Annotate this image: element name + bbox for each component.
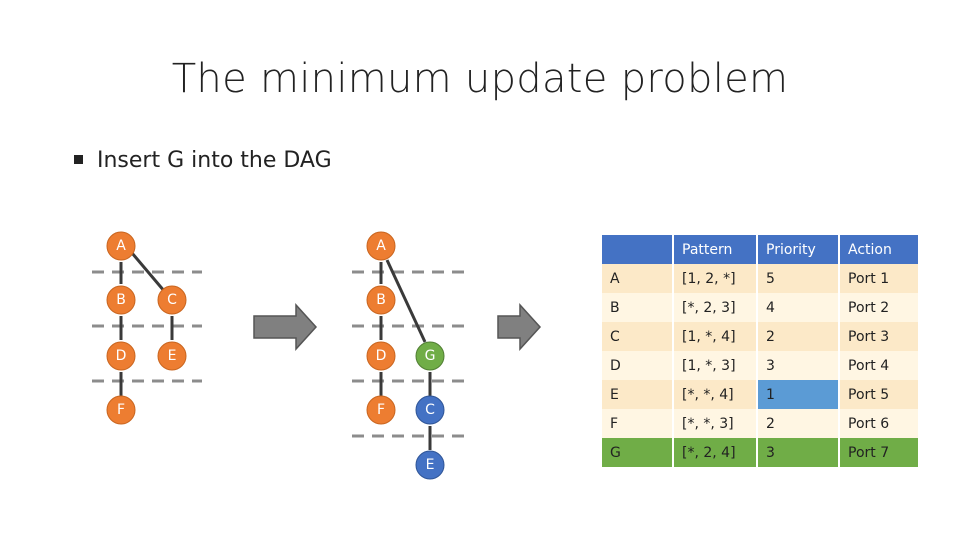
node-b[interactable]: B [366, 285, 396, 315]
node-label: E [168, 348, 177, 364]
right-nodes: A B D G F C E [366, 231, 445, 480]
table-cell: 2 [756, 322, 839, 351]
node-label: E [426, 457, 435, 473]
table-cell: G [602, 438, 673, 467]
table-row: C [1, *, 4] 2 Port 3 [602, 322, 918, 351]
table-cell: F [602, 409, 673, 438]
table-cell: Port 6 [838, 409, 918, 438]
table-row: E [*, *, 4] 1 Port 5 [602, 380, 918, 409]
table-cell: A [602, 264, 673, 293]
left-edges [119, 252, 174, 396]
right-edges [379, 259, 432, 450]
table-row: D [1, *, 3] 3 Port 4 [602, 351, 918, 380]
table-header-row: Pattern Priority Action [602, 235, 918, 264]
table-cell: Port 7 [838, 438, 918, 467]
slide-title: The minimum update problem [171, 56, 789, 102]
node-a[interactable]: A [366, 231, 396, 261]
table-cell: 4 [756, 293, 839, 322]
left-nodes: A B C D E F [106, 231, 187, 425]
node-g[interactable]: G [415, 341, 445, 371]
flow-rules-table: Pattern Priority Action A [1, 2, *] 5 Po… [602, 235, 918, 467]
node-label: C [167, 292, 177, 308]
table-cell: 1 [756, 380, 839, 409]
transition-arrow-2 [497, 303, 542, 351]
column-header [602, 235, 673, 264]
table-row: A [1, 2, *] 5 Port 1 [602, 264, 918, 293]
column-header: Action [838, 235, 918, 264]
table-row: F [*, *, 3] 2 Port 6 [602, 409, 918, 438]
table-cell: [*, 2, 4] [672, 438, 757, 467]
right-arrow-icon [497, 303, 542, 351]
table-cell: C [602, 322, 673, 351]
table-cell: 5 [756, 264, 839, 293]
node-e[interactable]: E [157, 341, 187, 371]
column-header: Priority [756, 235, 839, 264]
node-c[interactable]: C [415, 395, 445, 425]
node-label: F [377, 402, 385, 418]
table-cell: Port 5 [838, 380, 918, 409]
table-cell: 2 [756, 409, 839, 438]
bullet-item: Insert G into the DAG [74, 148, 332, 173]
table-cell: E [602, 380, 673, 409]
table-cell: [*, *, 3] [672, 409, 757, 438]
node-label: F [117, 402, 125, 418]
column-header: Pattern [672, 235, 757, 264]
node-label: B [376, 292, 386, 308]
left-level-lines [92, 270, 202, 383]
table-cell: Port 4 [838, 351, 918, 380]
node-b[interactable]: B [106, 285, 136, 315]
table-cell: [*, 2, 3] [672, 293, 757, 322]
edge-a-c [130, 252, 167, 293]
edge-a-g [385, 259, 427, 343]
table-cell: 3 [756, 351, 839, 380]
table-cell: [*, *, 4] [672, 380, 757, 409]
table-cell: B [602, 293, 673, 322]
table-cell: 3 [756, 438, 839, 467]
right-arrow-icon [253, 303, 318, 351]
node-label: D [376, 348, 387, 364]
node-f[interactable]: F [366, 395, 396, 425]
table-row: G [*, 2, 4] 3 Port 7 [602, 438, 918, 467]
node-e[interactable]: E [415, 450, 445, 480]
table-row: B [*, 2, 3] 4 Port 2 [602, 293, 918, 322]
table-cell: Port 3 [838, 322, 918, 351]
table-cell: D [602, 351, 673, 380]
node-label: B [116, 292, 126, 308]
node-a[interactable]: A [106, 231, 136, 261]
node-c[interactable]: C [157, 285, 187, 315]
node-d[interactable]: D [106, 341, 136, 371]
node-label: G [425, 348, 436, 364]
node-label: A [116, 238, 126, 254]
table-cell: [1, *, 3] [672, 351, 757, 380]
table-cell: [1, *, 4] [672, 322, 757, 351]
node-f[interactable]: F [106, 395, 136, 425]
node-label: D [116, 348, 127, 364]
square-bullet-icon [74, 154, 83, 164]
table-cell: [1, 2, *] [672, 264, 757, 293]
bullet-text: Insert G into the DAG [97, 148, 332, 173]
table-cell: Port 2 [838, 293, 918, 322]
node-d[interactable]: D [366, 341, 396, 371]
transition-arrow-1 [253, 303, 318, 351]
node-label: A [376, 238, 386, 254]
table-cell: Port 1 [838, 264, 918, 293]
node-label: C [425, 402, 435, 418]
